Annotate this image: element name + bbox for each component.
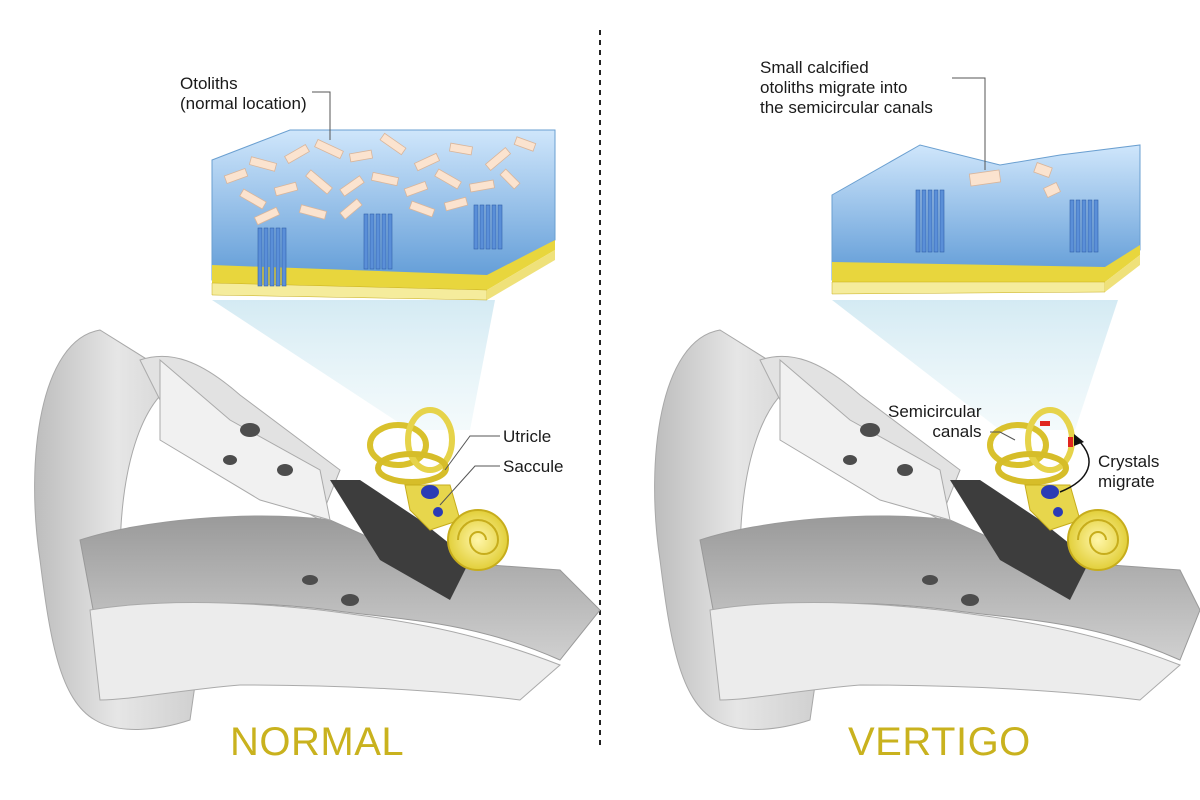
loose-otoliths bbox=[968, 162, 1061, 199]
inner-ear-normal bbox=[367, 407, 509, 571]
otolith-block-normal bbox=[211, 129, 556, 301]
migrate-label-line3: the semicircular canals bbox=[760, 98, 933, 117]
saccule bbox=[433, 507, 443, 517]
otolith-crystals bbox=[223, 132, 537, 226]
normal-title: NORMAL bbox=[230, 720, 405, 764]
leader-lines-normal bbox=[312, 91, 500, 506]
canals-label-line2: canals bbox=[932, 422, 982, 441]
crystals-label-line2: migrate bbox=[1098, 472, 1155, 491]
outer-ear-vertigo bbox=[654, 329, 1200, 730]
otoliths-label: Otoliths (normal location) bbox=[180, 74, 307, 114]
crystals-label: Crystals migrate bbox=[1098, 452, 1159, 492]
canals-label: Semicircular canals bbox=[888, 402, 982, 442]
utricle-label: Utricle bbox=[503, 427, 552, 446]
hair-cells bbox=[257, 204, 503, 287]
outer-ear bbox=[34, 329, 601, 730]
migrate-arrow bbox=[1059, 439, 1090, 493]
utricle bbox=[421, 485, 439, 499]
otoliths-label-line1: Otoliths bbox=[180, 74, 238, 93]
magnify-cone bbox=[212, 300, 495, 430]
leader-lines-vertigo bbox=[952, 77, 1016, 441]
migrated-crystal bbox=[1068, 437, 1073, 447]
otoliths-label-line2: (normal location) bbox=[180, 94, 307, 113]
migrated-crystal bbox=[1040, 421, 1050, 426]
normal-panel bbox=[34, 91, 601, 730]
migrate-label-line2: otoliths migrate into bbox=[760, 78, 908, 97]
vertigo-panel bbox=[654, 77, 1200, 730]
migrate-label: Small calcified otoliths migrate into th… bbox=[760, 58, 933, 118]
saccule-label: Saccule bbox=[503, 457, 564, 476]
cochlea bbox=[447, 509, 509, 571]
otolith-block-vertigo bbox=[831, 144, 1141, 295]
inner-ear-vertigo bbox=[987, 407, 1129, 571]
hair-cells-vertigo bbox=[915, 189, 1099, 253]
crystals-label-line1: Crystals bbox=[1098, 452, 1160, 471]
canals-label-line1: Semicircular bbox=[888, 402, 982, 421]
vertigo-title: VERTIGO bbox=[848, 720, 1031, 764]
migrate-label-line1: Small calcified bbox=[760, 58, 869, 77]
magnify-cone-vertigo bbox=[832, 300, 1118, 430]
